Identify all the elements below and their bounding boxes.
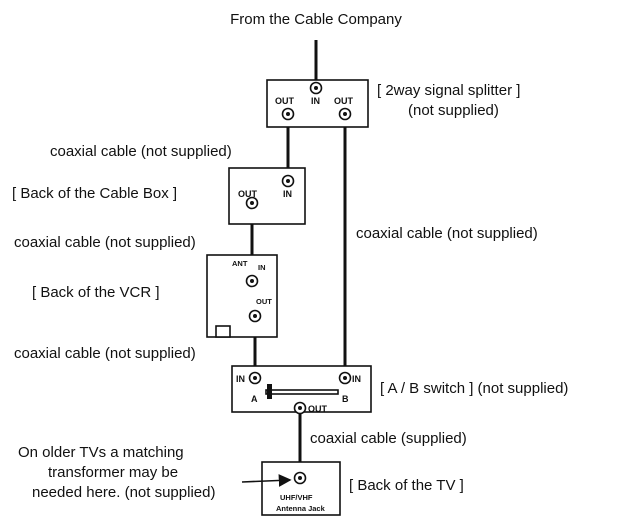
splitter-out-right-label: OUT	[334, 96, 354, 106]
vcr-out-label: OUT	[256, 297, 272, 306]
older-tv-note-line-2: transformer may be	[48, 464, 178, 481]
tv-box	[261, 461, 341, 516]
ab-switch-label: [ A / B switch ] (not supplied)	[380, 380, 568, 397]
tv-label: [ Back of the TV ]	[349, 477, 464, 494]
vcr-in-label: IN	[258, 263, 266, 272]
cable-box-in-label: IN	[283, 189, 292, 199]
older-tv-note-line-3: needed here. (not supplied)	[32, 484, 215, 501]
cable-box-label: [ Back of the Cable Box ]	[12, 185, 177, 202]
transformer-arrow	[241, 474, 292, 487]
ab-switch-handle	[267, 384, 272, 399]
cable-label-1: coaxial cable (not supplied)	[50, 143, 232, 160]
ab-switch-b-label: B	[342, 394, 349, 404]
source-label: From the Cable Company	[230, 11, 402, 28]
cable-label-2: coaxial cable (not supplied)	[14, 234, 196, 251]
tv-uhf-vhf-label: UHF/VHF	[280, 493, 313, 502]
cable-label-4: coaxial cable (supplied)	[310, 430, 467, 447]
ab-switch-in-b-label: IN	[352, 374, 361, 384]
ab-switch-in-a-label: IN	[236, 374, 245, 384]
splitter-note: (not supplied)	[408, 102, 499, 119]
vcr-slot	[215, 325, 231, 338]
splitter-out-left-label: OUT	[275, 96, 295, 106]
vcr-label: [ Back of the VCR ]	[32, 284, 160, 301]
ab-switch-track	[265, 389, 339, 395]
vcr-box	[206, 254, 278, 338]
ab-switch-out-label: OUT	[308, 404, 328, 414]
cable-label-3: coaxial cable (not supplied)	[14, 345, 196, 362]
older-tv-note-line-1: On older TVs a matching	[18, 444, 184, 461]
vcr-ant-label: ANT	[232, 259, 248, 268]
ab-switch-a-label: A	[251, 394, 258, 404]
tv-antenna-jack-label: Antenna Jack	[276, 504, 326, 513]
cable-label-right: coaxial cable (not supplied)	[356, 225, 538, 242]
cable-box-out-label: OUT	[238, 189, 258, 199]
splitter-label: [ 2way signal splitter ]	[377, 82, 520, 99]
splitter-in-label: IN	[311, 96, 320, 106]
